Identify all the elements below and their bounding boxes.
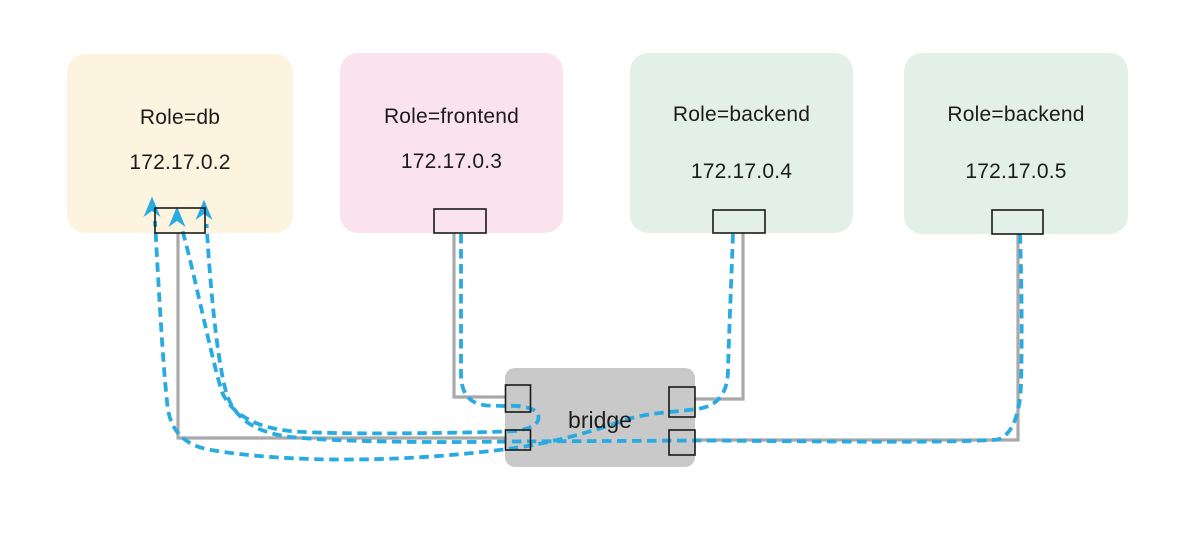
link-db-bridge <box>176 233 507 440</box>
container-backend-2: Role=backend 172.17.0.5 <box>904 53 1128 234</box>
container-frontend: Role=frontend 172.17.0.3 <box>340 53 563 233</box>
link-backend-1-bridge <box>694 233 745 401</box>
container-backend-2-ip-label: 172.17.0.5 <box>965 160 1067 183</box>
container-db: Role=db 172.17.0.2 <box>67 54 293 233</box>
container-frontend-role-label: Role=frontend <box>383 105 520 128</box>
container-backend-1-ip-label: 172.17.0.4 <box>690 160 793 183</box>
container-backend-2-role-label: Role=backend <box>947 103 1085 126</box>
container-backend-1: Role=backend 172.17.0.4 <box>630 53 853 233</box>
link-backend-2-bridge <box>694 234 1020 442</box>
traffic-frontend-to-db <box>180 228 541 436</box>
container-backend-1-role-label: Role=backend <box>672 103 811 126</box>
bridge-label: bridge <box>568 407 632 433</box>
container-db-role-label: Role=db <box>139 106 221 129</box>
link-frontend-bridge <box>452 233 506 399</box>
container-frontend-ip-label: 172.17.0.3 <box>400 150 503 173</box>
container-db-ip-label: 172.17.0.2 <box>129 151 231 174</box>
